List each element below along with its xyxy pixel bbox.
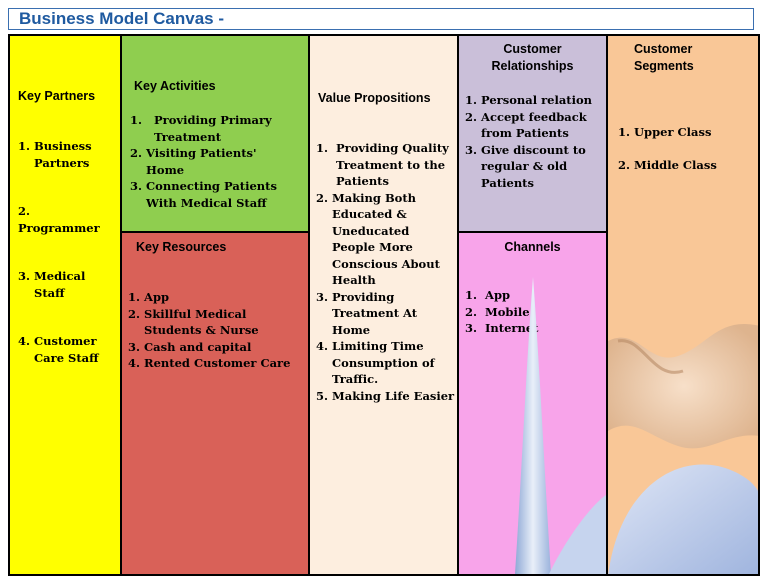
key-activities-list: 1. Providing Primary Treatment 2. Visiti… [130, 112, 305, 211]
list-item: 1. Providing Primary Treatment [130, 113, 272, 144]
list-item: 5. Making Life Easier [316, 388, 455, 403]
customer-segments-heading: Customer Segments [634, 42, 694, 73]
list-item: 2. Skillful Medical Students & Nurse [128, 306, 259, 338]
customer-segments-block: Customer Segments 1. Upper Class 2. Midd… [608, 36, 758, 574]
key-resources-block: Key Resources 1. App 2. Skillful Medical… [122, 233, 310, 574]
key-partners-block: Key Partners 1. Business Partners 2. Pro… [10, 36, 122, 574]
page-title: Business Model Canvas - [19, 9, 225, 28]
list-item: 2. Visiting Patients' Home [130, 146, 257, 177]
decorative-background-shapes [608, 324, 758, 574]
key-partners-list: 1. Business Partners 2. Programmer 3. Me… [18, 138, 118, 366]
value-propositions-heading: Value Propositions [318, 91, 431, 105]
list-item: 3. Cash and capital [128, 339, 252, 354]
key-activities-heading: Key Activities [134, 79, 216, 93]
list-item: 2. Accept feedback from Patients [465, 109, 587, 141]
key-resources-heading: Key Resources [136, 240, 227, 254]
title-bar: Business Model Canvas - [8, 8, 754, 30]
list-item: 1. Business Partners [18, 139, 92, 170]
customer-relationships-block: Customer Relationships 1. Personal relat… [459, 36, 608, 233]
customer-segments-list: 1. Upper Class 2. Middle Class [618, 124, 756, 173]
decorative-spike-shape [515, 277, 606, 574]
list-item: 3. Connecting Patients With Medical Staf… [130, 179, 277, 210]
value-propositions-list: 1. Providing Quality Treatment to the Pa… [316, 140, 456, 404]
list-item: 3. Medical Staff [18, 269, 86, 300]
list-item: 4. Customer Care Staff [18, 334, 99, 365]
list-item: 3. Internet [465, 321, 539, 335]
list-item: 1. Personal relation [465, 93, 592, 107]
list-item: 1. Providing Quality Treatment to the Pa… [316, 141, 449, 188]
key-resources-list: 1. App 2. Skillful Medical Students & Nu… [128, 289, 306, 372]
list-item: 4. Limiting Time Consumption of Traffic. [316, 339, 435, 386]
key-partners-heading: Key Partners [18, 89, 96, 103]
value-propositions-block: Value Propositions 1. Providing Quality … [310, 36, 459, 574]
list-item: 2. Mobile [465, 304, 530, 319]
channels-heading: Channels [504, 240, 561, 254]
customer-relationships-heading: Customer Relationships [491, 42, 574, 73]
list-item: 1. App [128, 290, 170, 304]
list-item: 1. Upper Class [618, 125, 712, 139]
list-item: 2. Programmer [18, 204, 100, 235]
business-model-canvas: Key Partners 1. Business Partners 2. Pro… [8, 34, 760, 576]
list-item: 2. Middle Class [618, 157, 717, 172]
list-item: 3. Providing Treatment At Home [316, 289, 418, 337]
list-item: 3. Give discount to regular & old Patien… [465, 142, 586, 190]
channels-block: Channels 1. App 2. Mobile 3. Internet [459, 233, 608, 574]
channels-list: 1. App 2. Mobile 3. Internet [465, 287, 603, 337]
key-activities-block: Key Activities 1. Providing Primary Trea… [122, 36, 310, 233]
list-item: 2. Making Both Educated & Uneducated Peo… [316, 190, 440, 288]
customer-relationships-list: 1. Personal relation 2. Accept feedback … [465, 92, 603, 191]
list-item: 1. App [465, 288, 511, 302]
list-item: 4. Rented Customer Care [128, 356, 291, 370]
